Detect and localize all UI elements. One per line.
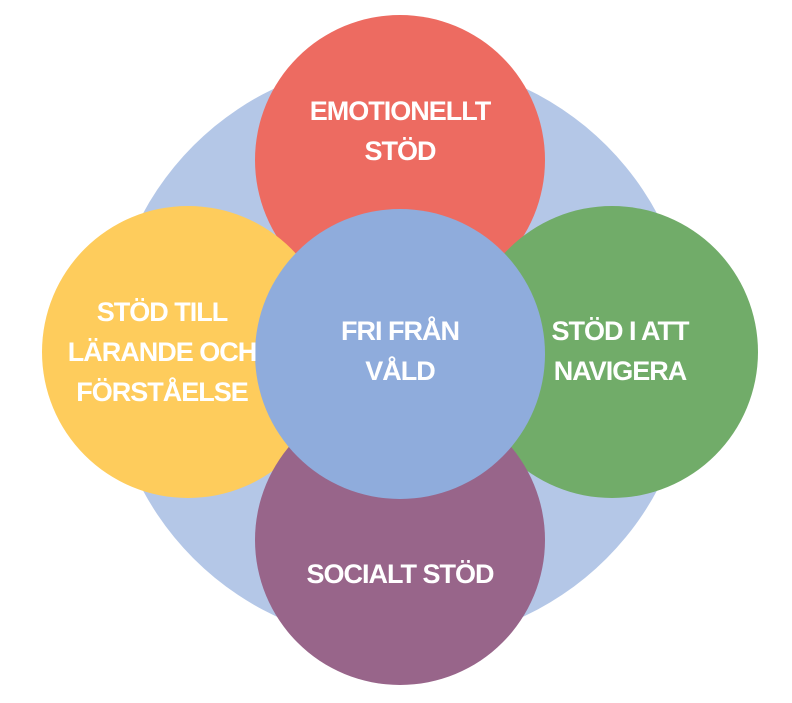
emotional-support-label-line1: EMOTIONELLT: [310, 96, 492, 126]
learning-support-label-line3: FÖRSTÅELSE: [76, 376, 248, 407]
emotional-support-label-line2: STÖD: [364, 136, 436, 166]
navigation-support-label-line1: STÖD I ATT: [552, 316, 690, 346]
petal-circle-learning-support: [42, 206, 334, 498]
center-label-line2: VÅLD: [365, 355, 435, 386]
learning-support-label-line1: STÖD TILL: [97, 297, 228, 327]
center-label-line1: FRI FRÅN: [341, 315, 459, 346]
navigation-support-label-line2: NAVIGERA: [554, 356, 687, 386]
learning-support-label-line2: LÄRANDE OCH: [68, 337, 257, 367]
social-support-label: SOCIALT STÖD: [307, 559, 494, 589]
petal-circle-navigation-support: [466, 206, 758, 498]
center-circle-free-from-violence: [255, 209, 545, 499]
